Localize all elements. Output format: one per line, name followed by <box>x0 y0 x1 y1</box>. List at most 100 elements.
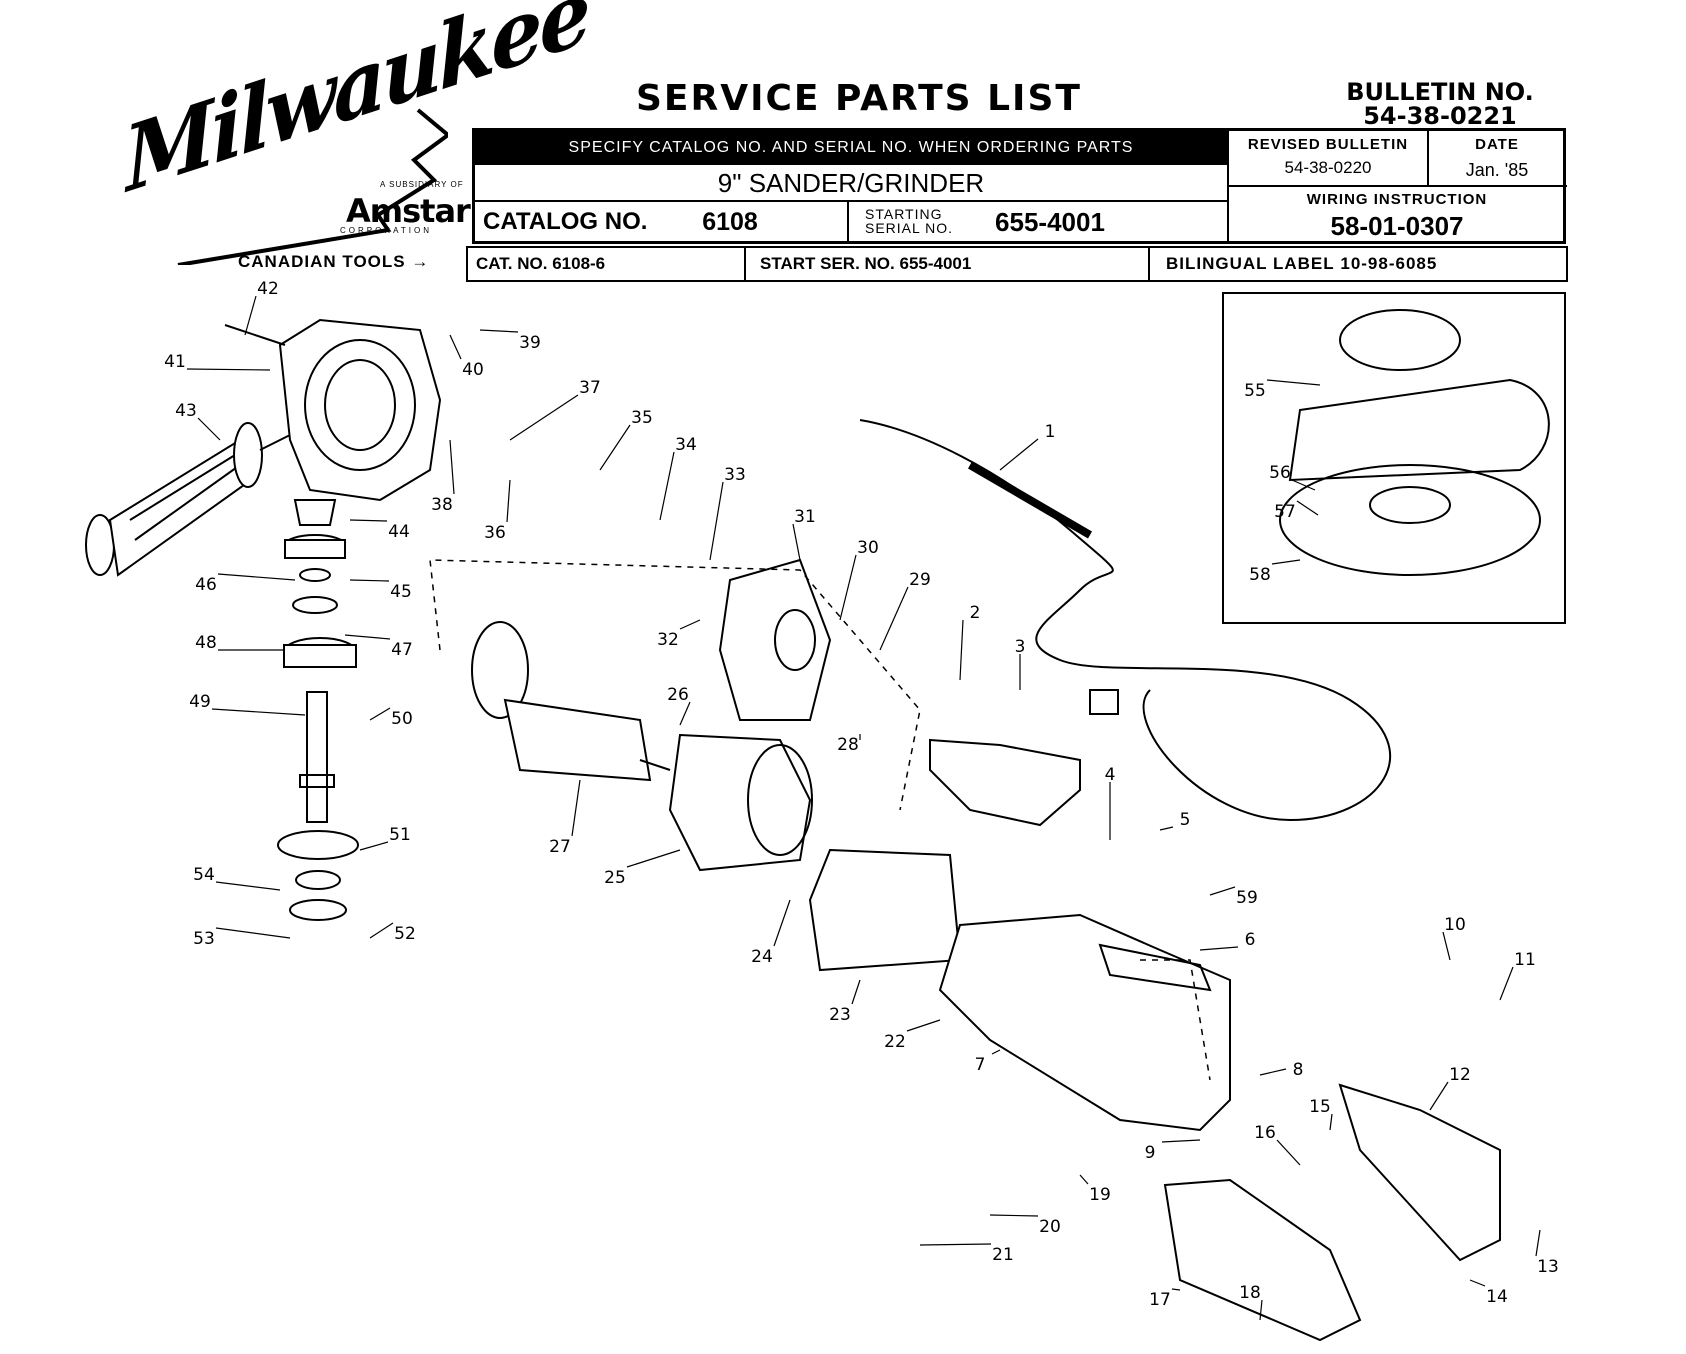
leader-line-21 <box>919 1243 992 1246</box>
part-label-25: 25 <box>604 868 626 888</box>
leader-line-46 <box>217 573 296 581</box>
leader-line-18 <box>1259 1299 1263 1321</box>
leader-line-9 <box>1161 1139 1201 1143</box>
field-drawing <box>668 733 813 872</box>
leader-line-8 <box>1259 1068 1287 1076</box>
leader-line-54 <box>215 881 281 891</box>
wiring-number: 58-01-0307 <box>1330 210 1464 241</box>
bulletin-number: 54-38-0221 <box>1363 102 1517 130</box>
serial-number: 655-4001 <box>995 206 1105 237</box>
leader-line-27 <box>571 779 581 837</box>
part-label-37: 37 <box>579 378 601 398</box>
leader-line-24 <box>773 899 791 947</box>
side-handle-drawing <box>85 422 291 577</box>
part-label-31: 31 <box>794 507 816 527</box>
part-label-51: 51 <box>389 825 411 845</box>
leader-line-6 <box>1199 946 1239 951</box>
canadian-start: START SER. NO. 655-4001 <box>760 254 972 273</box>
part-label-11: 11 <box>1514 950 1536 970</box>
part-label-57: 57 <box>1274 502 1296 522</box>
part-label-44: 44 <box>388 522 410 542</box>
part-label-20: 20 <box>1039 1217 1061 1237</box>
end-plate-drawing <box>718 558 832 721</box>
part-label-10: 10 <box>1444 915 1466 935</box>
leader-line-25 <box>626 849 681 868</box>
leader-line-32 <box>679 619 701 630</box>
part-label-15: 15 <box>1309 1097 1331 1117</box>
leader-line-39 <box>479 329 519 333</box>
dashed-routing <box>429 559 1211 1081</box>
leader-line-47 <box>344 634 391 640</box>
leader-line-35 <box>599 424 631 471</box>
leader-line-33 <box>709 481 724 561</box>
leader-line-57 <box>1296 500 1319 516</box>
catalog-number: 6108 <box>702 207 758 236</box>
part-label-34: 34 <box>675 435 697 455</box>
part-label-38: 38 <box>431 495 453 515</box>
part-label-24: 24 <box>751 947 773 967</box>
leader-line-16 <box>1276 1139 1301 1166</box>
leader-line-2 <box>959 619 964 681</box>
part-label-33: 33 <box>724 465 746 485</box>
part-label-26: 26 <box>667 685 689 705</box>
part-label-23: 23 <box>829 1005 851 1025</box>
leader-line-11 <box>1499 966 1514 1001</box>
header-table: SPECIFY CATALOG NO. AND SERIAL NO. WHEN … <box>472 128 1567 244</box>
part-label-8: 8 <box>1293 1060 1304 1080</box>
revised-bulletin-number: 54-38-0220 <box>1284 158 1372 177</box>
guard-inset-box <box>1222 292 1566 624</box>
leader-line-23 <box>851 979 861 1005</box>
leader-line-34 <box>659 451 675 521</box>
leader-line-14 <box>1469 1279 1486 1287</box>
leader-line-49 <box>211 708 306 716</box>
part-label-45: 45 <box>390 582 412 602</box>
leader-line-53 <box>215 927 291 939</box>
leader-line-52 <box>369 922 394 939</box>
leader-line-7 <box>991 1049 1001 1055</box>
leader-lines <box>186 295 1541 1321</box>
part-label-18: 18 <box>1239 1283 1261 1303</box>
leader-line-59 <box>1209 886 1236 896</box>
part-label-29: 29 <box>909 570 931 590</box>
leader-line-29 <box>879 586 909 651</box>
revised-bulletin-label: REVISED BULLETIN <box>1247 135 1409 153</box>
leader-line-22 <box>906 1019 941 1032</box>
part-label-2: 2 <box>970 603 981 623</box>
canadian-cat: CAT. NO. 6108-6 <box>476 254 606 273</box>
leader-line-31 <box>792 523 801 561</box>
leader-line-41 <box>186 368 271 371</box>
specify-banner: SPECIFY CATALOG NO. AND SERIAL NO. WHEN … <box>475 131 1227 165</box>
bulletin-block: BULLETIN NO. 54-38-0221 <box>1330 80 1550 128</box>
starting-serial-label: STARTING SERIAL NO. <box>865 206 954 236</box>
part-label-59: 59 <box>1236 888 1258 908</box>
leader-line-37 <box>509 394 579 441</box>
guard-drawing <box>1279 309 1550 576</box>
part-label-46: 46 <box>195 575 217 595</box>
leader-line-20 <box>989 1214 1039 1217</box>
leader-line-50 <box>369 707 391 721</box>
date-value: Jan. '85 <box>1465 159 1529 180</box>
date-label: DATE <box>1475 135 1519 153</box>
wiring-label: WIRING INSTRUCTION <box>1306 190 1488 208</box>
part-label-16: 16 <box>1254 1123 1276 1143</box>
part-label-22: 22 <box>884 1032 906 1052</box>
armature-drawing <box>471 621 671 782</box>
part-label-27: 27 <box>549 837 571 857</box>
part-label-42: 42 <box>257 279 279 299</box>
part-label-43: 43 <box>175 401 197 421</box>
canadian-table: CAT. NO. 6108-6 START SER. NO. 655-4001 … <box>466 246 1568 282</box>
leader-line-51 <box>359 841 389 851</box>
leader-line-1 <box>999 438 1039 471</box>
leader-line-15 <box>1329 1113 1333 1131</box>
leader-line-26 <box>679 701 691 726</box>
rear-handle-drawing <box>1163 1083 1501 1342</box>
bulletin-label: BULLETIN NO. <box>1346 78 1534 106</box>
product-name: 9" SANDER/GRINDER <box>717 167 985 198</box>
part-label-6: 6 <box>1245 930 1256 950</box>
part-label-56: 56 <box>1269 463 1291 483</box>
amstar-corporation: CORPORATION <box>340 226 432 235</box>
part-label-36: 36 <box>484 523 506 543</box>
part-label-5: 5 <box>1180 810 1191 830</box>
part-label-58: 58 <box>1249 565 1271 585</box>
